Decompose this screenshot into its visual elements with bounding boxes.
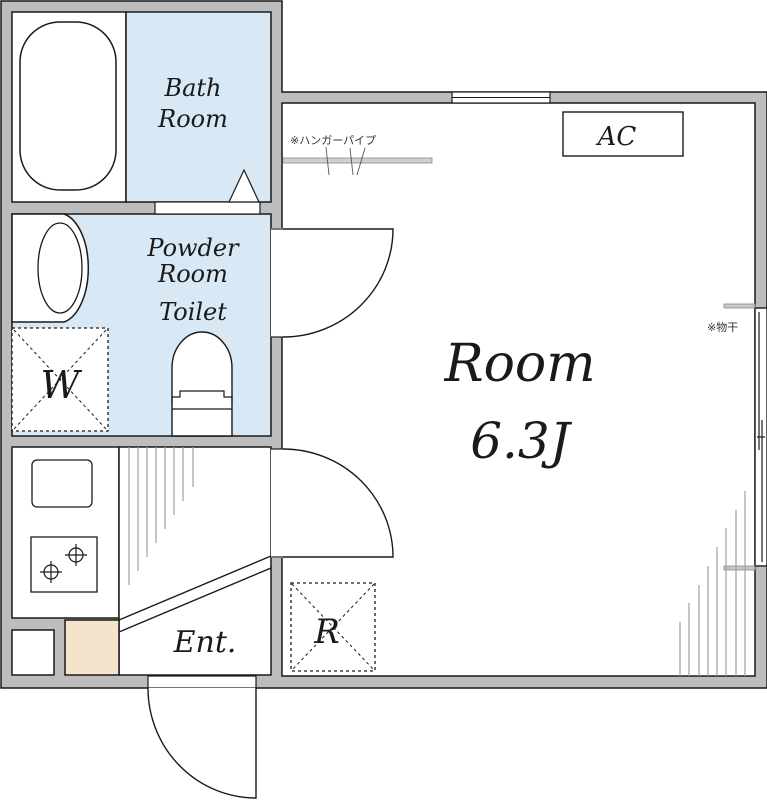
- bath-door[interactable]: [154, 201, 261, 215]
- front-door-opening: [147, 675, 257, 689]
- toilet-icon: [171, 331, 233, 437]
- fridge-cross-icon: [291, 583, 375, 671]
- powder-door-opening: [271, 228, 283, 337]
- sink-basin-icon: [37, 222, 83, 314]
- powder-label-2: Room: [157, 260, 228, 288]
- washer-cross-icon: [13, 329, 107, 430]
- main-room: [281, 102, 756, 677]
- floor-hatch: [128, 447, 194, 585]
- entrance-step: [118, 555, 272, 633]
- stove-icon: [30, 536, 98, 593]
- drying-rod-top: [723, 303, 756, 309]
- ac-label: AC: [596, 122, 637, 152]
- hallway: [118, 446, 272, 676]
- bathtub-icon: [19, 21, 117, 191]
- washer-mark: W: [40, 363, 82, 407]
- kitchen-door-opening: [271, 449, 283, 558]
- ac-unit: [562, 111, 684, 157]
- powder-label-3: Toilet: [159, 298, 227, 326]
- fridge-mark: R: [313, 612, 340, 652]
- hanger-icon: [325, 146, 366, 176]
- drying-rod-note: ※物干: [707, 320, 738, 334]
- bath-vent-icon: [228, 168, 260, 203]
- main-room-size: 6.3J: [470, 412, 573, 470]
- entrance-label: Ent.: [173, 625, 237, 660]
- bath-label-1: Bath: [163, 74, 221, 102]
- drying-rod-bottom: [723, 565, 756, 571]
- kitchen-sink-icon: [31, 459, 93, 508]
- bath-label-2: Room: [157, 105, 228, 133]
- powder-door-swing[interactable]: [282, 228, 394, 338]
- room-floor-hatch: [679, 491, 746, 676]
- shoe-box: [64, 619, 120, 676]
- powder-label-1: Powder: [146, 234, 240, 262]
- toilet-tank: [171, 390, 233, 410]
- cabinet: [11, 629, 55, 676]
- kitchen-door-swing[interactable]: [282, 448, 394, 558]
- front-door-swing[interactable]: [147, 687, 257, 799]
- hanger-pipe: [282, 157, 433, 164]
- burner-icon: [40, 544, 87, 583]
- main-room-label: Room: [443, 334, 595, 394]
- hanger-pipe-note: ※ハンガーパイプ: [290, 134, 376, 147]
- bath-room: [125, 11, 272, 203]
